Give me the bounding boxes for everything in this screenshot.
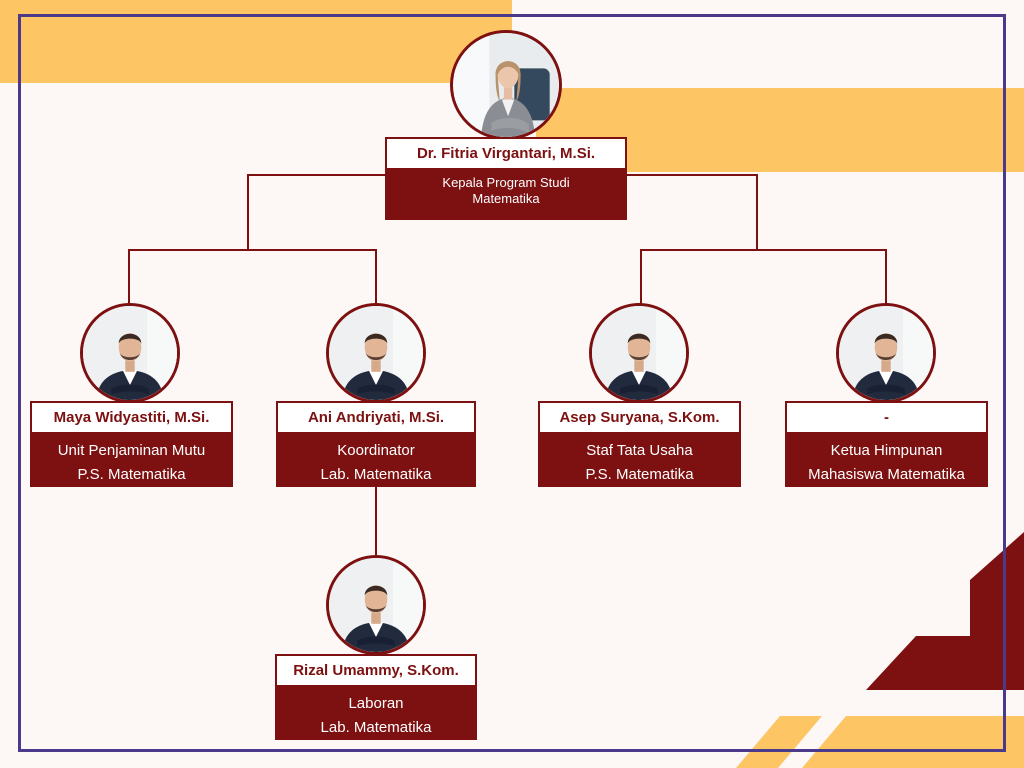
member-photo xyxy=(80,303,180,403)
member-name: Maya Widyastiti, M.Si. xyxy=(30,401,233,434)
sub-photo xyxy=(326,555,426,655)
member-card: Asep Suryana, S.Kom. Staf Tata Usaha P.S… xyxy=(538,401,741,487)
member-name: - xyxy=(785,401,988,434)
sub-role: Laboran Lab. Matematika xyxy=(275,687,477,740)
member-card: Ani Andriyati, M.Si. Koordinator Lab. Ma… xyxy=(276,401,476,487)
member-role-line1: Unit Penjaminan Mutu xyxy=(57,442,206,459)
sub-name: Rizal Umammy, S.Kom. xyxy=(275,654,477,687)
man-avatar-icon xyxy=(592,306,686,400)
man-avatar-icon xyxy=(329,306,423,400)
member-role-line1: Staf Tata Usaha xyxy=(586,442,693,459)
member-role: Koordinator Lab. Matematika xyxy=(276,434,476,487)
sub-role-line2: Lab. Matematika xyxy=(320,719,432,736)
sub-role-line1: Laboran xyxy=(348,695,404,712)
head-photo xyxy=(450,30,562,140)
man-avatar-icon xyxy=(83,306,177,400)
head-name: Dr. Fitria Virgantari, M.Si. xyxy=(385,137,627,170)
head-card: Dr. Fitria Virgantari, M.Si. Kepala Prog… xyxy=(385,137,627,220)
member-role: Staf Tata Usaha P.S. Matematika xyxy=(538,434,741,487)
gold-band-top-left xyxy=(0,0,512,83)
man-avatar-icon xyxy=(329,558,423,652)
man-avatar-icon xyxy=(839,306,933,400)
head-role: Kepala Program Studi Matematika xyxy=(385,170,627,220)
member-name: Asep Suryana, S.Kom. xyxy=(538,401,741,434)
member-role-line1: Ketua Himpunan xyxy=(830,442,943,459)
sub-card: Rizal Umammy, S.Kom. Laboran Lab. Matema… xyxy=(275,654,477,740)
member-photo xyxy=(326,303,426,403)
member-name: Ani Andriyati, M.Si. xyxy=(276,401,476,434)
member-photo xyxy=(836,303,936,403)
head-role-line1: Kepala Program Studi xyxy=(442,175,570,190)
member-photo xyxy=(589,303,689,403)
head-role-line2: Matematika xyxy=(472,191,540,206)
outer-frame xyxy=(18,14,1006,752)
member-role: Ketua Himpunan Mahasiswa Matematika xyxy=(785,434,988,487)
member-role-line2: P.S. Matematika xyxy=(585,466,694,483)
member-role-line2: Mahasiswa Matematika xyxy=(808,466,965,483)
member-card: - Ketua Himpunan Mahasiswa Matematika xyxy=(785,401,988,487)
member-role: Unit Penjaminan Mutu P.S. Matematika xyxy=(30,434,233,487)
member-role-line2: Lab. Matematika xyxy=(320,466,432,483)
woman-avatar-icon xyxy=(453,33,559,137)
member-role-line2: P.S. Matematika xyxy=(77,466,186,483)
member-role-line1: Koordinator xyxy=(337,442,415,459)
member-card: Maya Widyastiti, M.Si. Unit Penjaminan M… xyxy=(30,401,233,487)
